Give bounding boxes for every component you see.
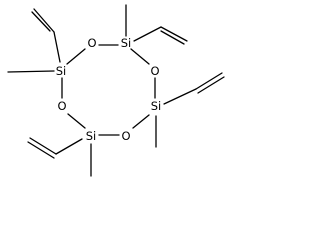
atom-si-right: Si (151, 99, 162, 113)
bond-si-top-o-right (130, 48, 150, 65)
bond-si-left-vinyl (53, 31, 61, 63)
bond-si-top-vinyl (133, 26, 162, 42)
atom-o-left: O (57, 99, 66, 113)
atom-o-right: O (150, 64, 159, 78)
vinyl-bottom-double-inner (27, 141, 55, 159)
vinyl-top-double (160, 26, 188, 42)
vinyl-right-double (195, 72, 223, 90)
atom-o-top: O (87, 36, 96, 50)
bond-si-bottom-o-left (67, 113, 86, 129)
bond-si-left-o-top (66, 48, 86, 65)
vinyl-right-double-inner (197, 76, 225, 94)
bond-si-right-o-bottom (132, 114, 150, 129)
vinyl-left-double (33, 8, 55, 33)
vinyl-top-double-inner (160, 30, 185, 45)
atom-si-bottom: Si (86, 129, 97, 143)
atom-si-top: Si (121, 36, 132, 50)
vinyl-left-double-inner (31, 11, 51, 32)
ring-bonds (61, 44, 156, 136)
bond-si-right-vinyl (163, 88, 197, 105)
atom-labels: Si O Si O O Si Si O (56, 36, 162, 143)
atom-si-left: Si (56, 64, 67, 78)
bond-si-left-methyl (7, 70, 55, 73)
atom-o-bottom: O (121, 129, 130, 143)
vinyl-bottom-double (29, 137, 57, 155)
bond-si-bottom-vinyl (55, 138, 83, 155)
substituent-bonds (7, 4, 225, 177)
cyclotetrasiloxane-structure: Si O Si O O Si Si O (7, 4, 225, 177)
